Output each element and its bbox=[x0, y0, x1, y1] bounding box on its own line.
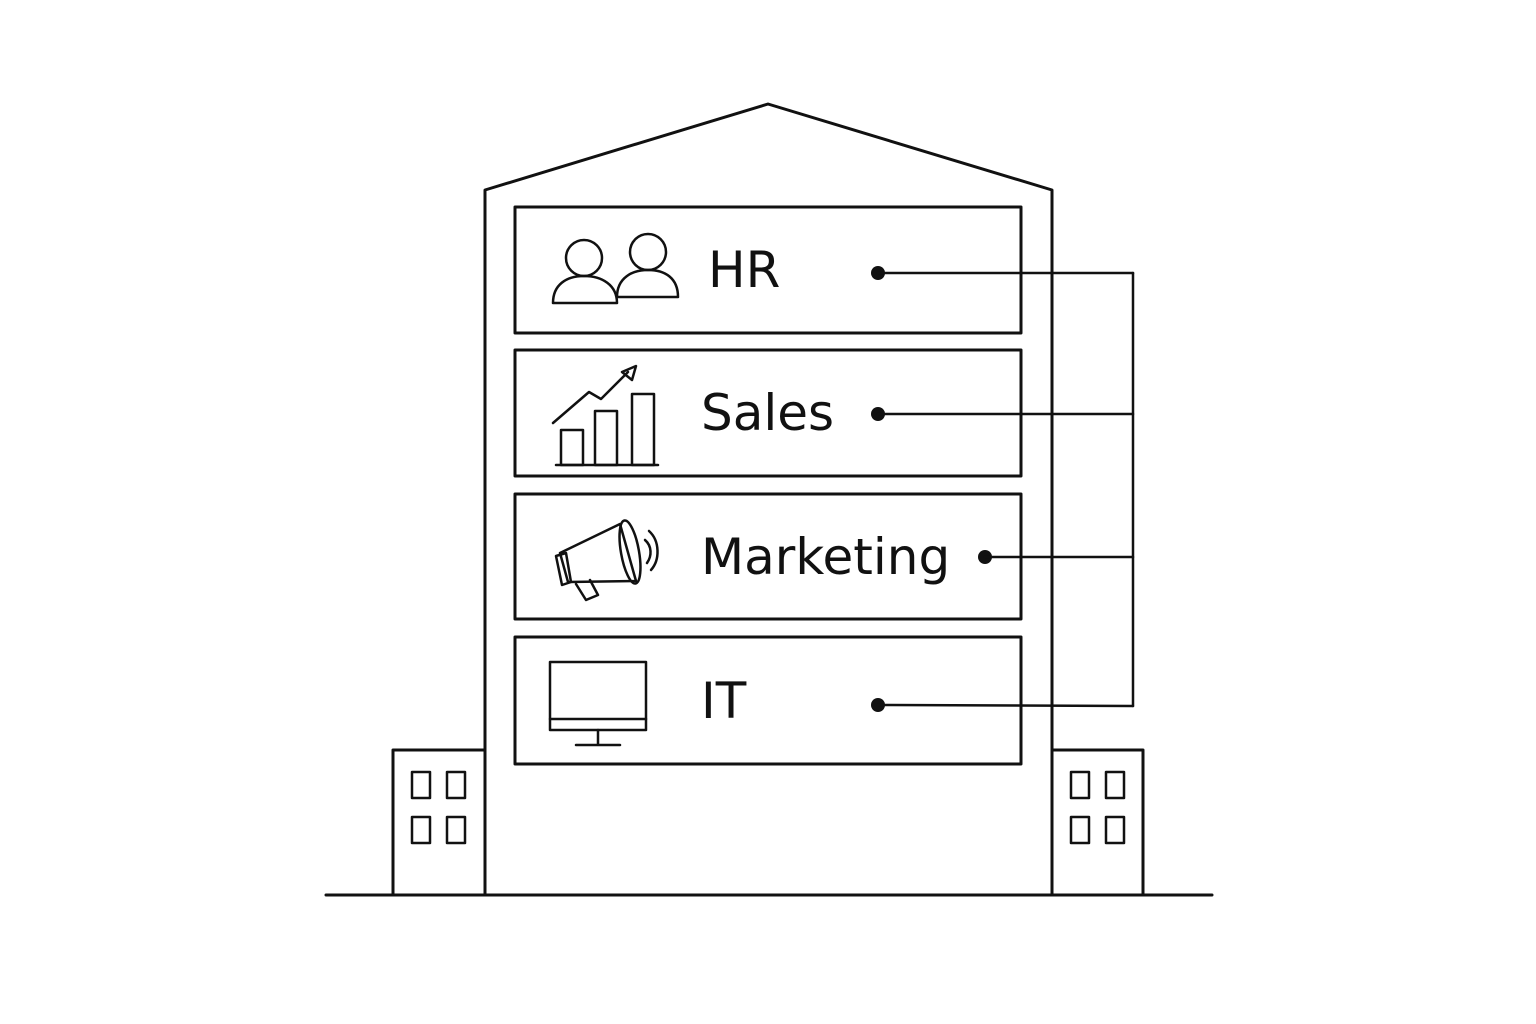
floor-it-connector-line bbox=[876, 703, 1135, 708]
floor-it: IT bbox=[513, 635, 1135, 766]
floor-hr-label: HR bbox=[708, 241, 780, 299]
computer-monitor-icon bbox=[548, 660, 648, 747]
floor-it-panel bbox=[513, 635, 1023, 766]
floor-hr-panel bbox=[513, 205, 1023, 335]
main-building-outline bbox=[483, 102, 1054, 897]
floor-sales-label: Sales bbox=[701, 384, 834, 442]
floor-marketing-label: Marketing bbox=[701, 528, 950, 586]
people-icon bbox=[551, 232, 680, 305]
left-annex-building bbox=[391, 748, 487, 897]
bar-chart-growth-icon bbox=[551, 364, 660, 467]
floor-marketing: Marketing bbox=[513, 492, 1135, 621]
megaphone-icon bbox=[554, 519, 659, 602]
floor-hr: HR bbox=[513, 205, 1135, 335]
floor-sales: Sales bbox=[513, 348, 1135, 478]
right-annex-building bbox=[1050, 748, 1145, 897]
floor-it-label: IT bbox=[701, 672, 747, 730]
